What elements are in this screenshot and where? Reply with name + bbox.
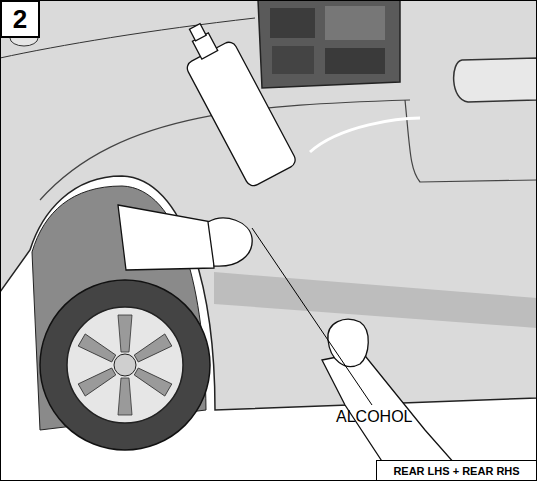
tailgate-handle: [454, 58, 537, 102]
step-number: 2: [0, 0, 40, 38]
hub: [114, 354, 136, 376]
box-text: REAR LHS + REAR RHS: [393, 465, 519, 477]
hand: [208, 218, 252, 266]
rim-spokes: [78, 315, 172, 415]
box-text: 2: [13, 4, 27, 35]
tail-light-lens: [325, 6, 385, 40]
position-box: REAR LHS + REAR RHS: [376, 460, 537, 481]
highlight-line: [310, 118, 420, 152]
bumper-band: [214, 272, 537, 328]
tail-light: [258, 0, 400, 88]
part-label: ALCOHOL: [336, 408, 412, 426]
rim: [67, 307, 183, 423]
alcohol-bottle: [171, 14, 298, 189]
tire: [40, 280, 210, 450]
bumper-edge: [405, 100, 537, 182]
tail-light-lens: [270, 8, 315, 38]
cloth: [328, 319, 368, 366]
tail-light-lens: [325, 48, 385, 74]
leader-line: [252, 228, 372, 405]
sleeve: [118, 205, 214, 270]
tail-light-lens: [272, 46, 314, 74]
